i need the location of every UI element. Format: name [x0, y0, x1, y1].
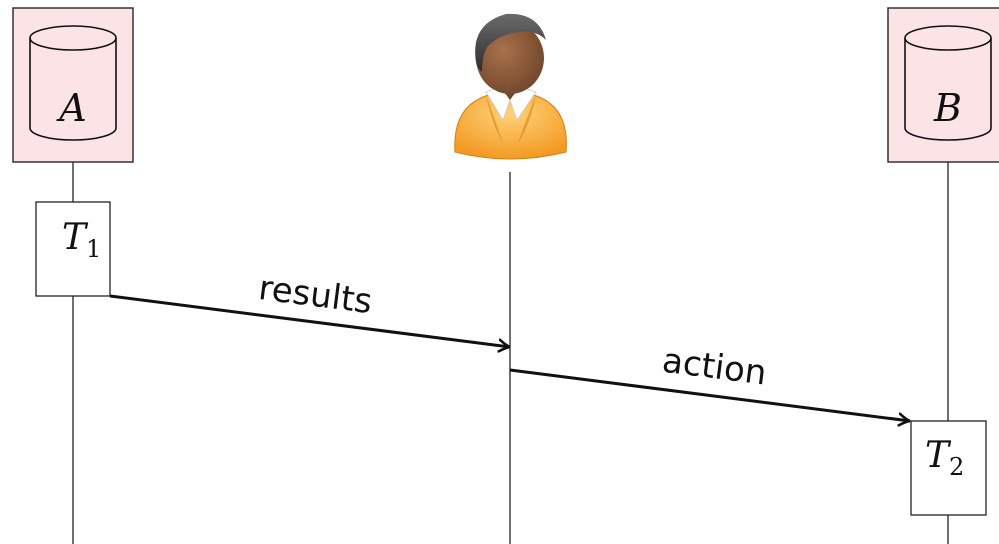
activation-label-t2: T2 [925, 435, 964, 481]
message-action: action [509, 341, 910, 421]
message-arrow-action [509, 368, 910, 421]
activation-symbol: T [62, 217, 89, 258]
participant-db-a: A [12, 7, 134, 163]
message-arrow-results [109, 294, 510, 347]
person-icon [454, 13, 567, 160]
participant-db-b: B [887, 7, 999, 163]
activation-label-t1: T1 [62, 217, 101, 263]
message-label-action: action [660, 341, 769, 394]
participant-user [454, 13, 567, 160]
activation-t1: T1 [35, 201, 111, 297]
activation-box-t1 [35, 201, 111, 297]
participant-label-a: A [56, 86, 86, 130]
activation-subscript: 2 [949, 453, 964, 481]
database-icon [29, 25, 117, 141]
message-label-results: results [256, 268, 374, 322]
activation-symbol: T [925, 435, 952, 476]
activation-subscript: 1 [86, 235, 101, 263]
database-icon [904, 25, 992, 141]
activation-t2: T2 [910, 420, 987, 516]
message-results: results [109, 268, 510, 347]
participant-box-a [12, 7, 134, 163]
participant-label-b: B [933, 86, 962, 130]
activation-box-t2 [910, 420, 987, 516]
